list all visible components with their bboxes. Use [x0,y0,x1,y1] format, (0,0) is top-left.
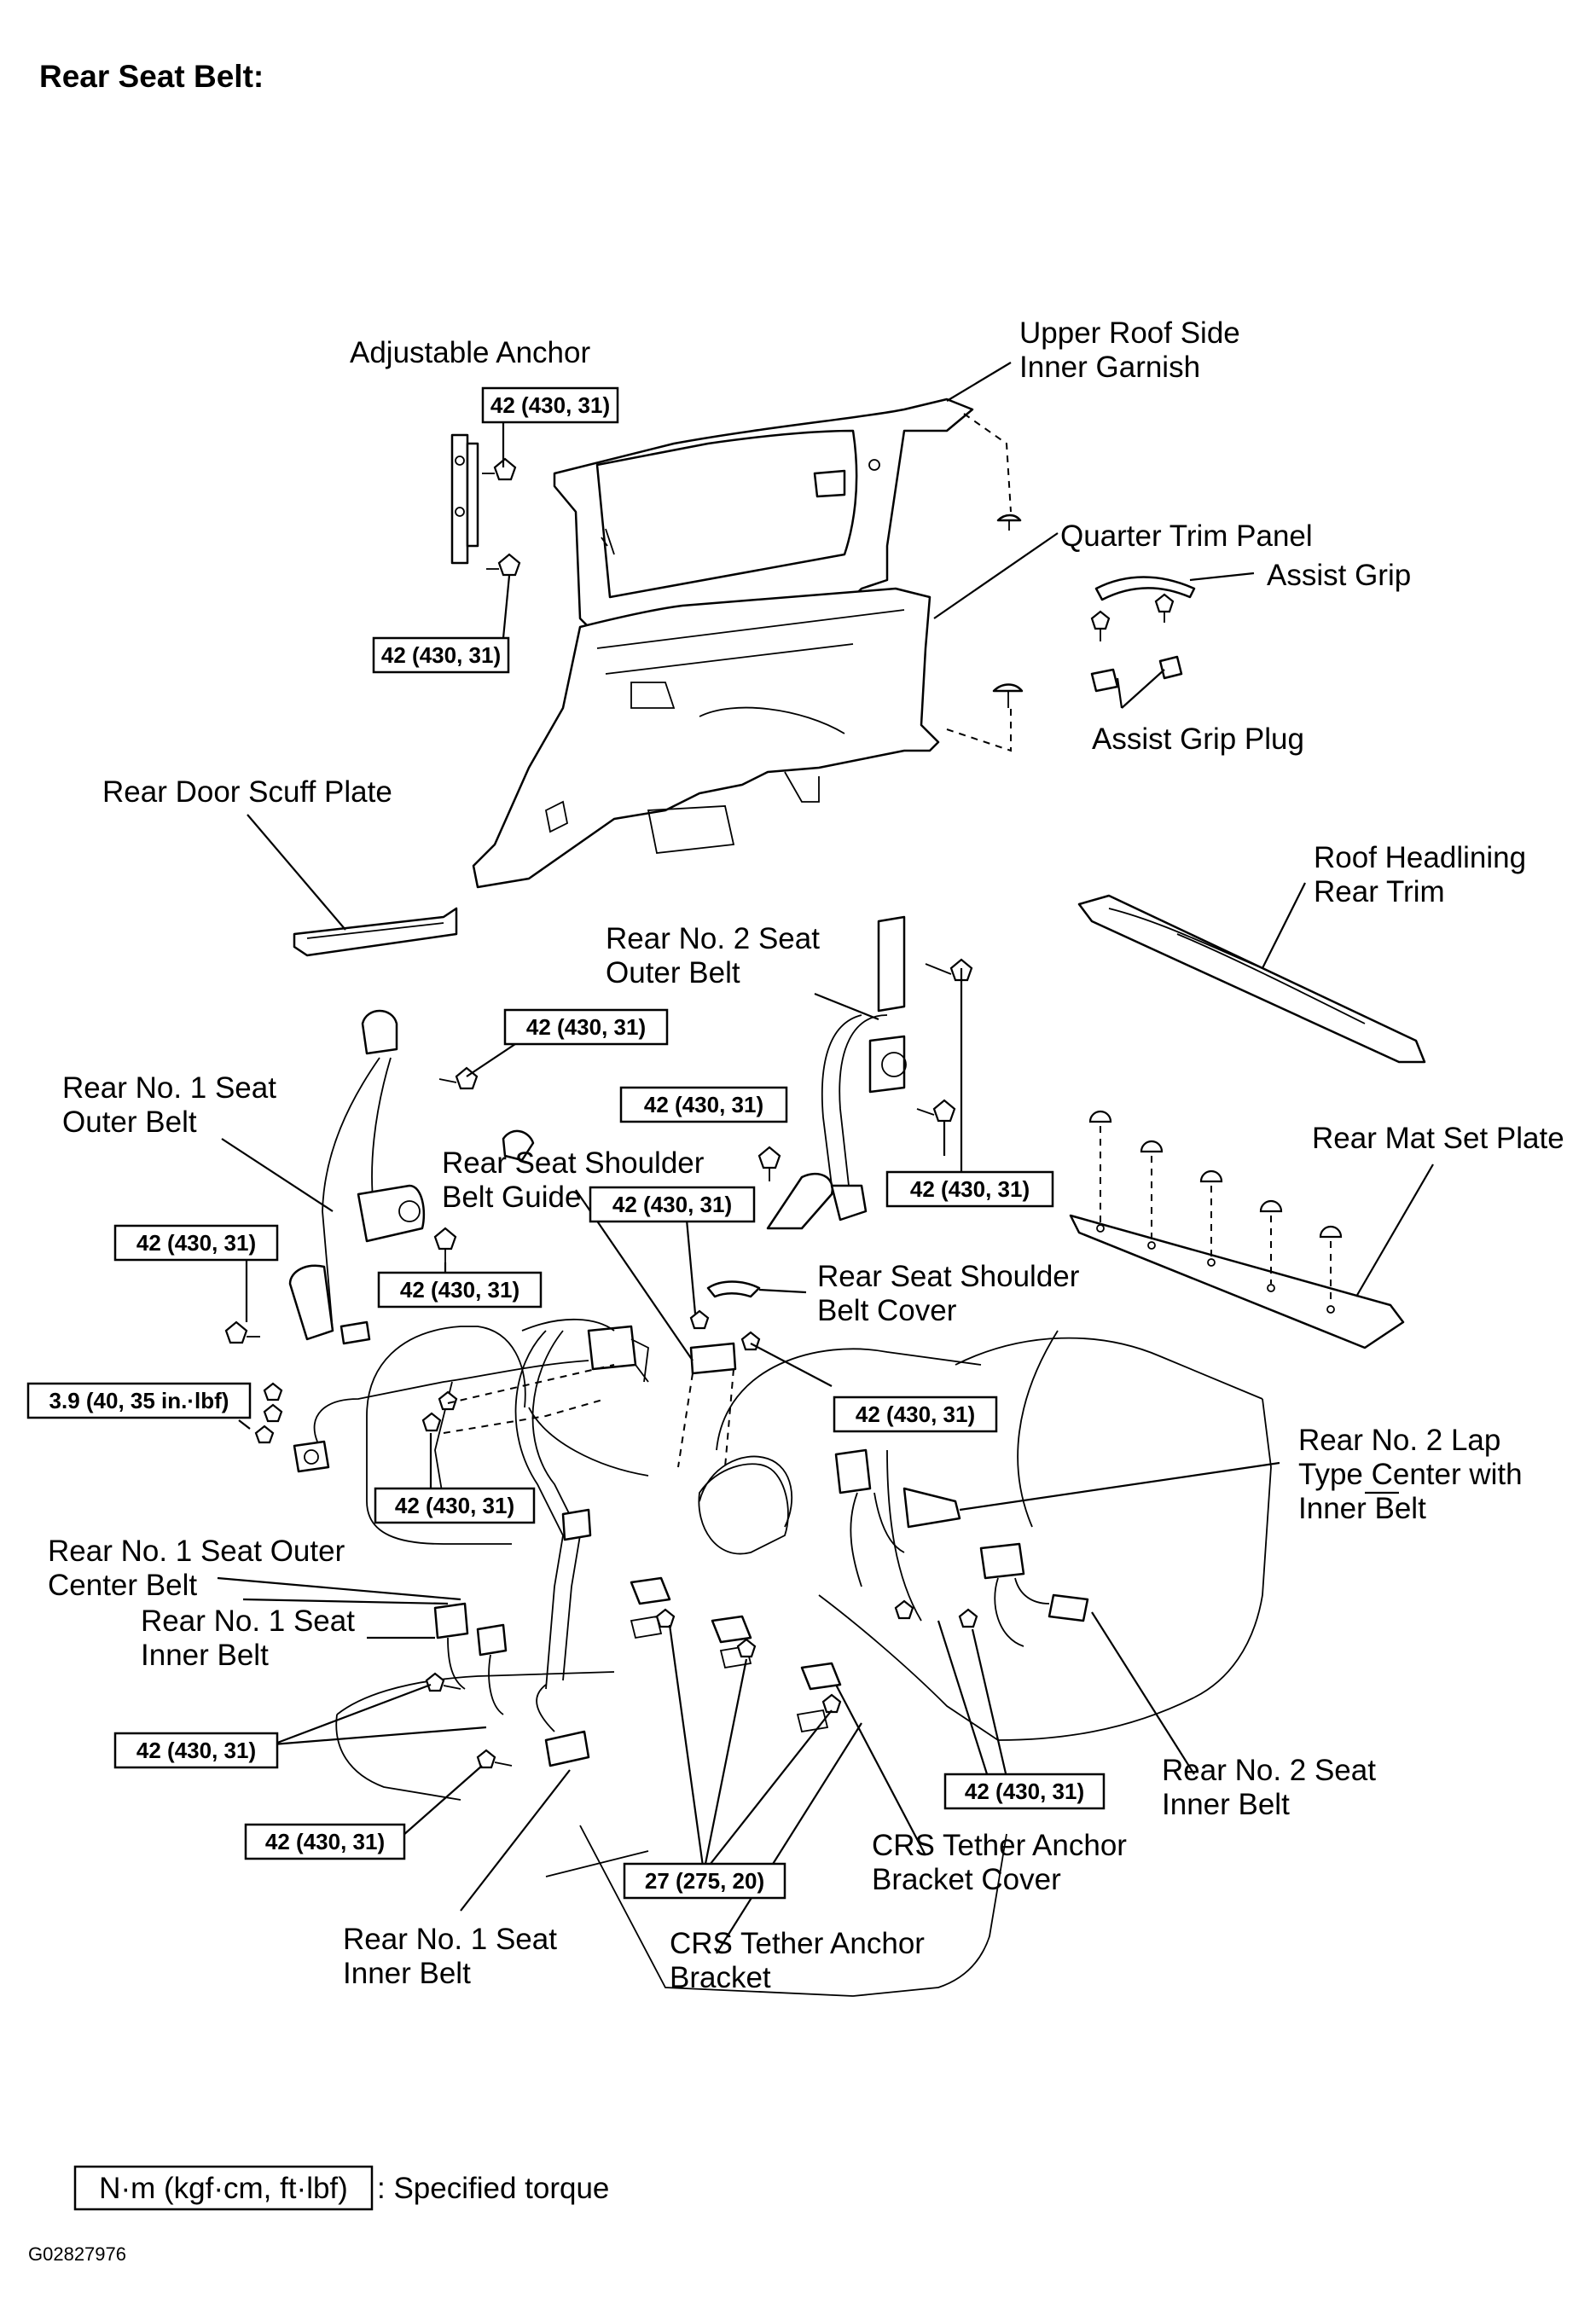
label-rear-no2-lap-line3: Inner Belt [1298,1492,1426,1525]
label-shoulder-guide-line1: Rear Seat Shoulder [442,1146,705,1180]
torque-value: 42 (430, 31) [400,1277,519,1303]
label-shoulder-cover-line2: Belt Cover [817,1294,957,1327]
label-assist-grip-plug: Assist Grip Plug [1092,722,1304,756]
label-rear-no2-outer-line2: Outer Belt [606,956,740,989]
label-rear-no1-inner-bottom-line2: Inner Belt [343,1957,471,1990]
label-upper-roof-side-line1: Upper Roof Side [1019,316,1240,350]
torque-box [619,1086,788,1123]
torque-value: 42 (430, 31) [856,1401,975,1427]
torque-box [244,1823,406,1860]
torque-box [623,1862,786,1900]
part-labels: Adjustable Anchor Upper Roof Side Inner … [48,316,1564,1994]
torque-box [374,1487,536,1524]
torque-box [481,386,619,424]
rear-no2-lap-center-belt-illustration [834,1448,1089,1647]
torque-box [113,1732,279,1769]
torque-box [943,1773,1106,1810]
torque-box [833,1396,998,1433]
torque-value: 42 (430, 31) [136,1738,256,1763]
torque-value: 42 (430, 31) [612,1192,732,1217]
label-rear-no2-outer-line1: Rear No. 2 Seat [606,922,820,955]
torque-box [377,1271,543,1309]
label-crs-bracket-line1: CRS Tether Anchor [670,1927,925,1960]
rear-no2-seat-outer-belt-illustration [757,915,973,1230]
torque-box [589,1186,756,1223]
page-title: Rear Seat Belt: [39,59,264,94]
label-rear-no2-lap-line2: Type Center with [1298,1458,1523,1491]
torque-box [26,1382,252,1419]
label-rear-no1-outer-center-line1: Rear No. 1 Seat Outer [48,1535,345,1568]
figure-code: G02827976 [28,2243,126,2265]
assist-grip-illustration [946,413,1196,752]
label-rear-mat-set-plate: Rear Mat Set Plate [1312,1122,1564,1155]
adjustable-anchor-illustration [450,433,521,577]
torque-value: 42 (430, 31) [910,1176,1030,1202]
label-rear-no1-inner-top-line2: Inner Belt [141,1639,269,1672]
label-rear-no1-inner-top-line1: Rear No. 1 Seat [141,1605,355,1638]
label-rear-no1-outer-center-line2: Center Belt [48,1569,197,1602]
label-rear-no2-inner-line1: Rear No. 2 Seat [1162,1754,1376,1787]
label-crs-cover-line2: Bracket Cover [872,1863,1061,1896]
label-roof-headlining-line2: Rear Trim [1314,875,1445,908]
torque-box [113,1224,279,1262]
label-shoulder-cover-line1: Rear Seat Shoulder [817,1260,1080,1293]
label-crs-cover-line1: CRS Tether Anchor [872,1829,1127,1862]
legend-unit: N·m (kgf·cm, ft·lbf) [99,2172,348,2205]
label-adjustable-anchor: Adjustable Anchor [350,336,590,369]
legend-description: : Specified torque [377,2172,609,2205]
label-quarter-trim-panel: Quarter Trim Panel [1060,519,1313,553]
rear-no1-seat-outer-belt-illustration [224,1009,649,1690]
torque-value: 42 (430, 31) [526,1014,646,1040]
crs-tether-anchor-illustration [630,1576,842,1733]
torque-value: 3.9 (40, 35 in.·lbf) [49,1388,229,1413]
torque-value: 42 (430, 31) [490,392,610,418]
shoulder-belt-guide-cover-illustration [677,1280,761,1468]
label-upper-roof-side-line2: Inner Garnish [1019,351,1200,384]
label-rear-no2-lap-line1: Rear No. 2 Lap [1298,1424,1500,1457]
seat-outline [335,1326,1272,1997]
roof-headlining-rear-trim-illustration [1077,894,1426,1064]
torque-value: 27 (275, 20) [645,1868,764,1894]
torque-value: 42 (430, 31) [644,1092,763,1117]
label-roof-headlining-line1: Roof Headlining [1314,841,1526,874]
label-rear-no1-outer-line2: Outer Belt [62,1105,197,1139]
legend-unit-box [73,2165,374,2211]
torque-specifications: 42 (430, 31) 42 (430, 31) 42 (430, 31) 4… [26,386,1106,1900]
torque-value: 42 (430, 31) [136,1230,256,1256]
rear-no1-seat-inner-belt-illustration [425,1602,590,1769]
torque-value: 42 (430, 31) [381,642,501,668]
label-rear-no1-inner-bottom-line1: Rear No. 1 Seat [343,1923,557,1956]
label-crs-bracket-line2: Bracket [670,1961,771,1994]
torque-box [885,1170,1054,1208]
rear-mat-set-plate-illustration [1069,1110,1405,1349]
label-assist-grip: Assist Grip [1267,559,1411,592]
label-rear-door-scuff-plate: Rear Door Scuff Plate [102,775,392,809]
leader-lines [217,362,1434,1954]
torque-value: 42 (430, 31) [265,1829,385,1854]
rear-door-scuff-plate-illustration [293,907,458,957]
torque-legend: N·m (kgf·cm, ft·lbf) : Specified torque [73,2165,609,2211]
label-shoulder-guide-line2: Belt Guide [442,1181,581,1214]
torque-value: 42 (430, 31) [395,1493,514,1518]
label-rear-no2-inner-line2: Inner Belt [1162,1788,1290,1821]
quarter-trim-panel-illustration [472,398,974,889]
torque-value: 42 (430, 31) [965,1779,1084,1804]
label-rear-no1-outer-line1: Rear No. 1 Seat [62,1071,276,1105]
torque-box [372,636,510,674]
torque-box [503,1008,669,1046]
